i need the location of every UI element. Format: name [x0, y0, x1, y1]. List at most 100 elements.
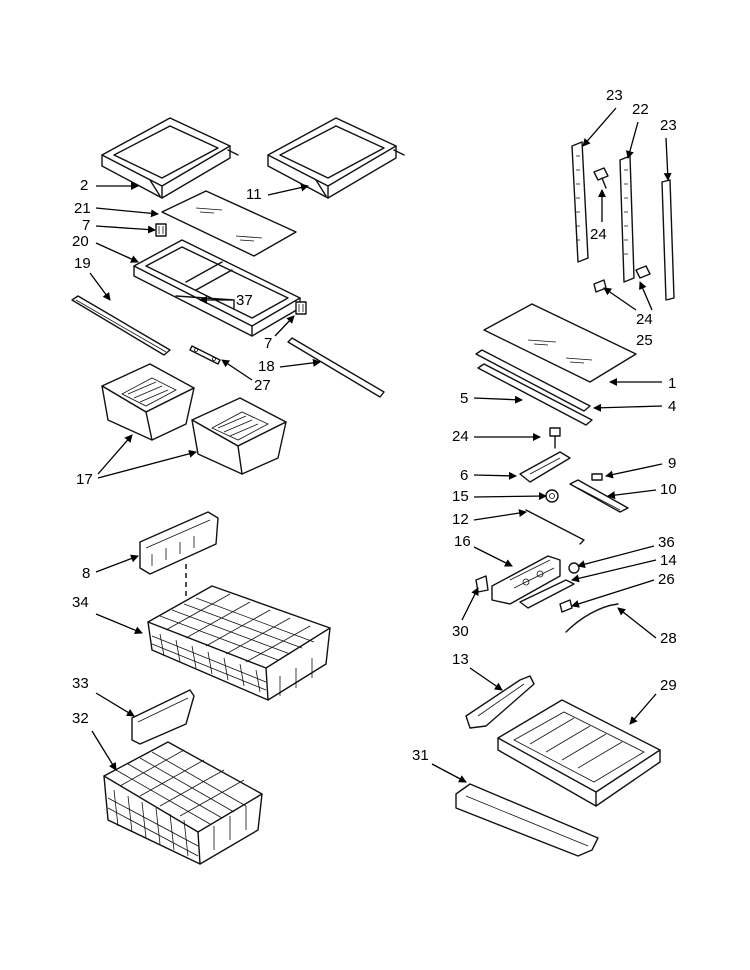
- callout-layer: 2112172019377182717834333223222324242515…: [72, 87, 677, 783]
- part-5-trim: [475, 349, 591, 412]
- callout-c-9: 9: [605, 455, 676, 479]
- callout-c-26: 26: [571, 571, 675, 608]
- callout-c-24b: 24: [603, 281, 653, 328]
- part-7-clip-upper: [155, 223, 167, 237]
- callout-label: 23: [606, 87, 623, 104]
- part-34-wire-basket: [147, 585, 331, 701]
- callout-label: 2: [80, 177, 88, 194]
- leader-line: [97, 434, 133, 475]
- callout-label: 34: [72, 594, 89, 611]
- part-31-panel: [455, 783, 599, 857]
- leader-line: [577, 545, 655, 569]
- leader-line: [626, 121, 639, 159]
- callout-c-14: 14: [571, 552, 677, 583]
- leader-line: [274, 315, 295, 337]
- part-33-divider: [131, 689, 195, 745]
- callout-c-7b: 7: [264, 315, 295, 352]
- callout-c-7a: 7: [82, 217, 156, 234]
- part-11-shelf-frame: [267, 117, 405, 199]
- callout-label: 36: [658, 534, 675, 551]
- callout-label: 5: [460, 390, 468, 407]
- callout-label: 7: [82, 217, 90, 234]
- callout-label: 21: [74, 200, 91, 217]
- callout-label: 26: [658, 571, 675, 588]
- leader-line: [571, 559, 657, 583]
- part-21-glass-panel: [161, 190, 297, 257]
- callout-c-31: 31: [412, 747, 467, 783]
- callout-c-8: 8: [82, 554, 139, 582]
- leader-line: [95, 207, 159, 218]
- callout-c-28: 28: [617, 607, 677, 647]
- part-8-divider: [139, 511, 219, 575]
- callout-c-5: 5: [460, 390, 523, 407]
- leader-line: [603, 287, 637, 311]
- leader-line: [629, 693, 657, 725]
- part-32-wire-basket: [103, 741, 263, 865]
- leader-line: [461, 587, 479, 621]
- callout-label: 29: [660, 677, 677, 694]
- part-36-knob: [568, 562, 580, 574]
- callout-c-20: 20: [72, 233, 139, 263]
- callout-c-29: 29: [629, 677, 677, 725]
- part-17-bin-left: [101, 363, 195, 441]
- callout-c-1: 1: [609, 375, 676, 392]
- callout-label: 8: [82, 565, 90, 582]
- callout-c-24a: 24: [590, 189, 607, 243]
- leader-line: [473, 395, 523, 404]
- callout-label: 32: [72, 710, 89, 727]
- callout-c-23b: 23: [660, 117, 677, 181]
- part-27-bracket: [189, 345, 221, 365]
- callout-c-21: 21: [74, 200, 159, 218]
- leader-line: [473, 546, 513, 567]
- part-14-rail: [519, 579, 575, 609]
- callout-label: 18: [258, 358, 275, 375]
- part-9-clip: [591, 473, 603, 481]
- callout-c-11: 11: [246, 183, 309, 203]
- leader-line: [605, 463, 663, 479]
- leader-line: [95, 242, 139, 263]
- callout-c-12: 12: [452, 509, 527, 528]
- callout-c-23a: 23: [582, 87, 623, 147]
- part-7-clip-lower: [295, 301, 307, 315]
- callout-label: 1: [668, 375, 676, 392]
- callout-label: 30: [452, 623, 469, 640]
- leader-line: [473, 471, 517, 480]
- leader-line: [473, 509, 527, 521]
- leader-line: [95, 554, 139, 573]
- screw-25: [635, 265, 651, 279]
- leader-line: [469, 667, 503, 691]
- callout-c-10: 10: [607, 481, 677, 500]
- callout-label: 24: [590, 226, 607, 243]
- callout-label: 28: [660, 630, 677, 647]
- leader-line: [267, 183, 309, 196]
- part-1-glass-shelf: [483, 303, 637, 383]
- leader-line: [617, 607, 657, 639]
- part-15-knob: [545, 489, 559, 503]
- callout-label: 12: [452, 511, 469, 528]
- callout-label: 17: [76, 471, 93, 488]
- callout-c-25: 25: [636, 332, 653, 349]
- callout-c-32: 32: [72, 710, 117, 771]
- part-19-trim-strip: [71, 295, 171, 356]
- callout-c-24c: 24: [452, 428, 541, 445]
- callout-label: 24: [452, 428, 469, 445]
- part-18-rod: [287, 337, 385, 398]
- callout-c-37: 37: [199, 292, 253, 309]
- leader-line: [473, 492, 547, 501]
- part-10-rail: [569, 479, 629, 513]
- part-13-cover: [465, 675, 535, 729]
- leader-line: [582, 107, 617, 147]
- callout-label: 14: [660, 552, 677, 569]
- callout-c-17: 17: [76, 434, 197, 488]
- callout-label: 33: [72, 675, 89, 692]
- part-20-shelf-frame: [133, 239, 301, 337]
- leader-line: [279, 358, 321, 368]
- callout-c-2: 2: [80, 177, 139, 194]
- callout-c-22: 22: [626, 101, 649, 159]
- callout-label: 31: [412, 747, 429, 764]
- callout-c-15: 15: [452, 488, 547, 505]
- part-22-rail: [619, 155, 635, 283]
- screw-24-upper: [593, 167, 609, 189]
- callout-c-19: 19: [74, 255, 111, 301]
